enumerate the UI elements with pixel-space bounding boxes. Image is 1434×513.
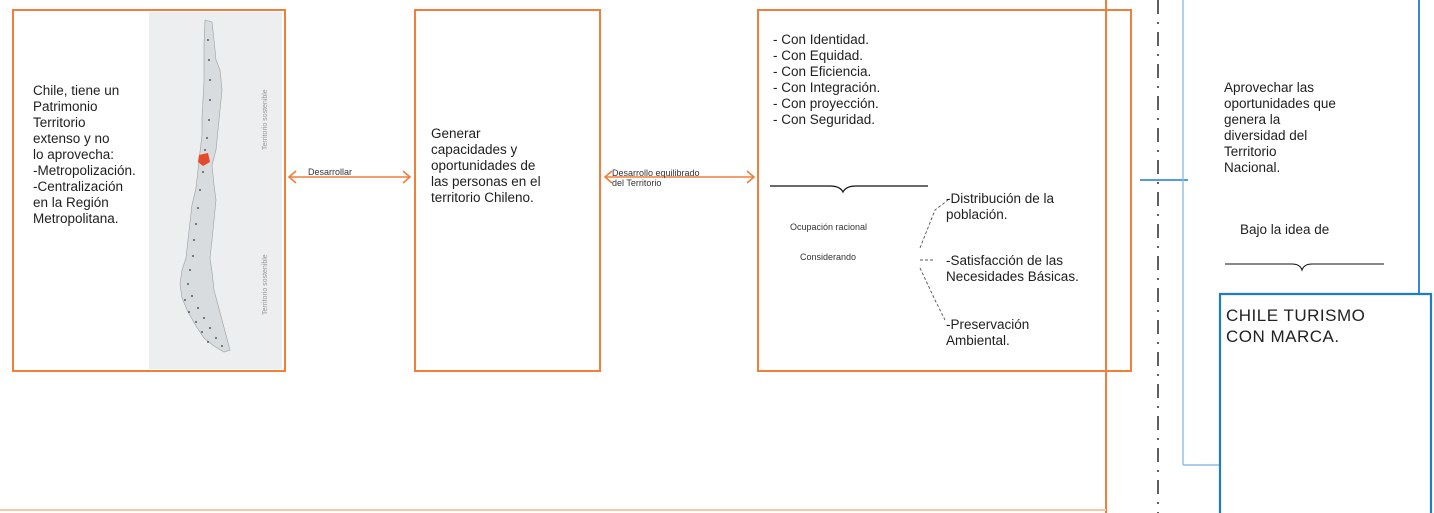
link1-arrowhead-right xyxy=(402,170,412,184)
box3-center-top: Ocupación racional xyxy=(790,222,868,232)
box3-branch-2: -Satisfacción de las Necesidades Básicas… xyxy=(946,253,1079,284)
box3-list: - Con Identidad. - Con Equidad. - Con Ef… xyxy=(773,32,881,127)
link2-label: Desarrollo equilibrado del Territorio xyxy=(612,168,700,188)
link1-label: Desarrollar xyxy=(308,167,353,177)
box3-branch-3: -Preservación Ambiental. xyxy=(946,317,1030,348)
box3-center-bottom: Considerando xyxy=(800,252,857,262)
box-balanced-development xyxy=(757,9,1132,372)
link2-arrowhead-right xyxy=(746,170,756,184)
map-dots xyxy=(184,39,223,347)
list-brace xyxy=(770,185,928,194)
box4-sub: Bajo la idea de xyxy=(1240,222,1330,237)
box1-text: Chile, tiene un Patrimonio Territorio ex… xyxy=(33,83,136,226)
box5-border xyxy=(1218,292,1433,513)
chile-map-shape xyxy=(179,19,231,353)
idea-brace xyxy=(1225,263,1384,272)
link2-arrowhead-left xyxy=(603,170,613,184)
map-label-top: Territorio sostenible xyxy=(262,89,269,150)
box4-text: Aprovechar las oportunidades que genera … xyxy=(1224,80,1336,175)
branch-lines xyxy=(919,199,949,321)
box-capabilities xyxy=(414,9,601,372)
box5-brand-text: CHILE TURISMO CON MARCA. xyxy=(1226,306,1366,346)
link1-arrowhead-left xyxy=(287,170,297,184)
box3-branch-1: -Distribución de la población. xyxy=(946,191,1055,222)
map-label-bottom: Territorio sostenible xyxy=(262,254,269,315)
box-territory-problem xyxy=(12,9,286,372)
metropolitan-region-highlight xyxy=(198,153,210,166)
box2-text: Generar capacidades y oportunidades de l… xyxy=(431,126,541,205)
